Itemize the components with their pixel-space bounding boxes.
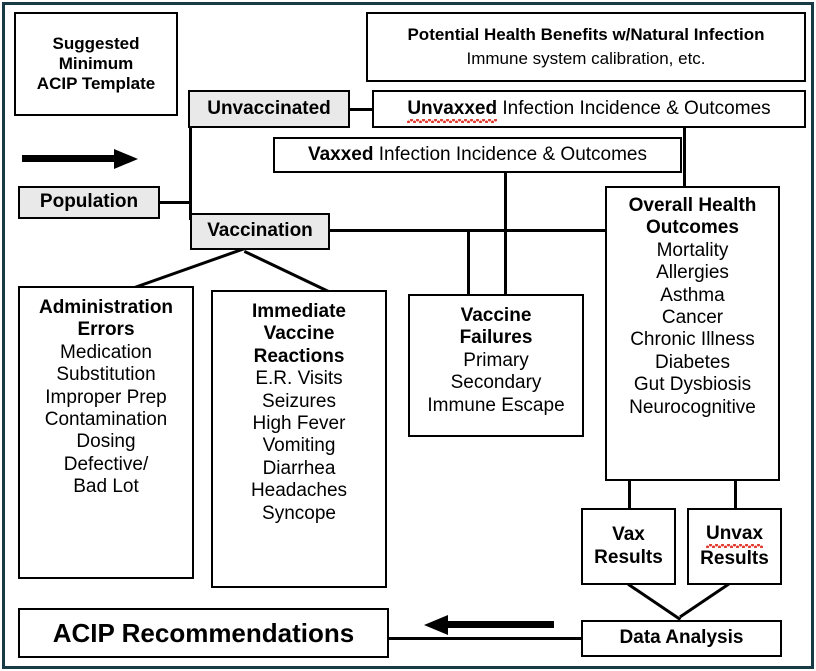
- reactions-item-0: E.R. Visits: [255, 368, 343, 390]
- unvaxxed-bold-word: Unvaxxed: [407, 97, 498, 124]
- title-line-1: Suggested: [52, 33, 140, 53]
- reactions-title-line-1: Immediate: [252, 301, 346, 322]
- connector-data-analysis-to-acip: [389, 637, 583, 640]
- administration-errors-box: Administration Errors Medication Substit…: [18, 286, 194, 579]
- population-flow-arrow: [22, 148, 140, 169]
- data-analysis-box: Data Analysis: [581, 620, 782, 657]
- vaxxed-outcomes-text: Vaxxed Infection Incidence & Outcomes: [308, 144, 647, 166]
- reactions-item-6: Syncope: [262, 502, 336, 524]
- unvaxxed-rest-text: Infection Incidence & Outcomes: [497, 97, 771, 119]
- admin-errors-title-line-1: Administration: [38, 297, 174, 318]
- vax-results-line-2: Results: [594, 546, 663, 568]
- benefits-subtitle: Immune system calibration, etc.: [466, 49, 706, 68]
- unvax-results-box: Unvax Results: [687, 508, 782, 585]
- vax-results-line-1: Vax: [612, 524, 645, 546]
- outcomes-item-0: Mortality: [656, 239, 729, 261]
- outcomes-item-7: Neurocognitive: [629, 396, 756, 418]
- outcomes-item-4: Chronic Illness: [630, 329, 755, 351]
- connector-outcomes-to-vax-results: [628, 480, 631, 510]
- connector-population-to-trunk: [160, 201, 192, 204]
- overall-health-outcomes-box: Overall Health Outcomes Mortality Allerg…: [605, 186, 780, 481]
- reactions-item-4: Diarrhea: [262, 457, 336, 479]
- outcomes-item-1: Allergies: [656, 262, 729, 284]
- benefits-title: Potential Health Benefits w/Natural Infe…: [407, 24, 765, 44]
- admin-errors-item-5: Defective/: [63, 453, 149, 475]
- connector-to-vaccine-failures: [467, 229, 470, 295]
- reactions-item-3: Vomiting: [262, 435, 336, 457]
- connector-vaccination-to-reactions: [243, 250, 336, 296]
- outcomes-title-line-2: Outcomes: [646, 217, 739, 239]
- acip-feedback-arrow: [424, 614, 554, 635]
- reactions-title-line-3: Reactions: [253, 345, 345, 367]
- outcomes-title-line-1: Overall Health: [628, 195, 757, 216]
- admin-errors-item-2: Improper Prep: [45, 386, 167, 408]
- acip-recommendations-label: ACIP Recommendations: [52, 617, 355, 648]
- connector-outcomes-to-unvax-results: [734, 480, 737, 510]
- failures-item-0: Primary: [463, 349, 529, 371]
- reactions-item-5: Headaches: [250, 480, 348, 502]
- admin-errors-item-6: Bad Lot: [73, 476, 139, 498]
- suggested-minimum-acip-template-box: Suggested Minimum ACIP Template: [14, 12, 178, 116]
- unvax-results-line-2: Results: [700, 548, 769, 569]
- outcomes-item-5: Diabetes: [655, 351, 730, 373]
- outcomes-item-3: Cancer: [661, 307, 724, 329]
- failures-title-line-2: Failures: [459, 327, 533, 349]
- reactions-item-2: High Fever: [252, 413, 346, 435]
- connector-trunk-vertical: [189, 126, 192, 220]
- outcomes-item-6: Gut Dysbiosis: [633, 374, 752, 396]
- potential-health-benefits-box: Potential Health Benefits w/Natural Infe…: [366, 12, 806, 82]
- unvaccinated-label: Unvaccinated: [207, 97, 331, 119]
- vaxxed-outcomes-box: Vaxxed Infection Incidence & Outcomes: [273, 137, 682, 173]
- admin-errors-title-line-2: Errors: [77, 319, 135, 341]
- unvaxxed-outcomes-box: Unvaxxed Infection Incidence & Outcomes: [372, 90, 806, 128]
- vax-results-box: Vax Results: [581, 508, 676, 585]
- connector-vaxxed-drop: [504, 170, 507, 295]
- admin-errors-item-1: Substitution: [56, 364, 156, 386]
- population-label: Population: [39, 191, 139, 213]
- acip-recommendations-box: ACIP Recommendations: [18, 608, 389, 658]
- immediate-vaccine-reactions-box: Immediate Vaccine Reactions E.R. Visits …: [211, 290, 387, 588]
- connector-unvaxxed-drop: [683, 126, 686, 190]
- unvaxxed-outcomes-text: Unvaxxed Infection Incidence & Outcomes: [407, 97, 771, 124]
- failures-title-line-1: Vaccine: [460, 305, 532, 326]
- vaccine-failures-box: Vaccine Failures Primary Secondary Immun…: [408, 294, 584, 437]
- vaccination-label: Vaccination: [207, 220, 313, 242]
- admin-errors-item-3: Contamination: [44, 409, 168, 431]
- admin-errors-item-0: Medication: [60, 341, 152, 363]
- unvax-results-line-1: Unvax: [705, 522, 764, 549]
- population-node[interactable]: Population: [18, 186, 160, 219]
- unvaccinated-node[interactable]: Unvaccinated: [188, 90, 350, 128]
- admin-errors-item-4: Dosing: [76, 431, 136, 453]
- vaxxed-rest-text: Infection Incidence & Outcomes: [373, 143, 648, 165]
- failures-item-2: Immune Escape: [427, 394, 565, 416]
- title-line-2: Minimum: [58, 53, 134, 73]
- connector-unvax-results-to-data-analysis: [679, 580, 733, 619]
- connector-vax-results-to-data-analysis: [627, 583, 682, 621]
- title-line-3: ACIP Template: [36, 74, 156, 94]
- outcomes-item-2: Asthma: [660, 284, 725, 306]
- data-analysis-label: Data Analysis: [619, 627, 744, 649]
- reactions-title-line-2: Vaccine: [263, 323, 335, 345]
- failures-item-1: Secondary: [450, 372, 542, 394]
- vaccination-node[interactable]: Vaccination: [190, 213, 330, 250]
- connector-unvaccinated-to-unvaxxed: [348, 108, 372, 111]
- vaxxed-bold-word: Vaxxed: [307, 143, 374, 165]
- reactions-item-1: Seizures: [262, 390, 336, 412]
